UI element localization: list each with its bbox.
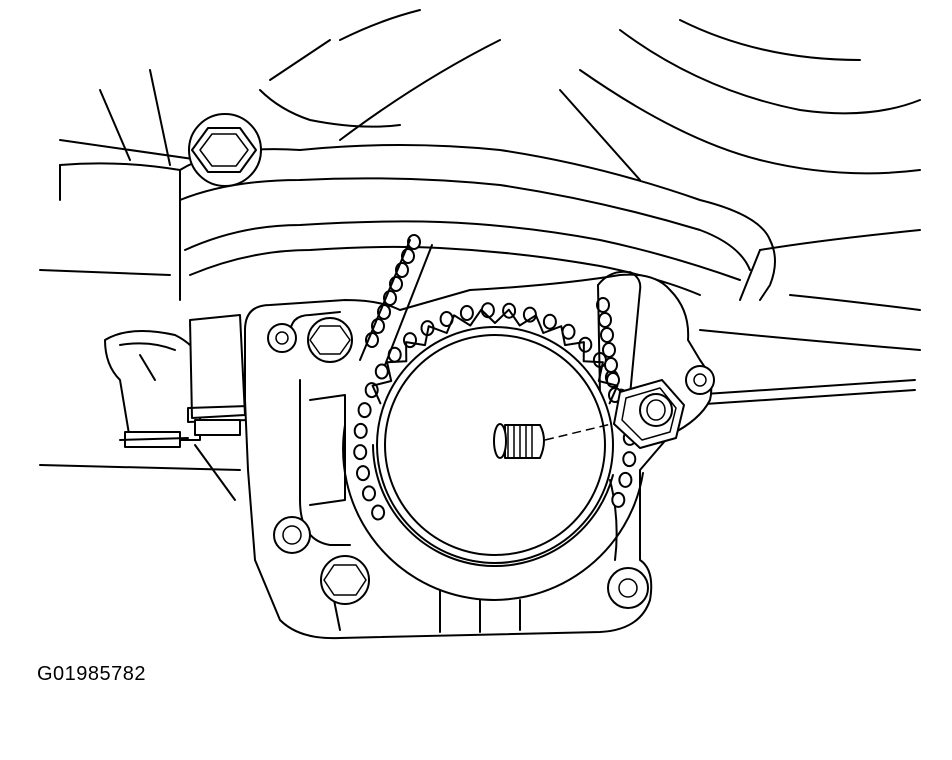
chain-link	[371, 504, 386, 521]
chain-link	[353, 444, 368, 461]
chain-link	[622, 451, 637, 468]
chain-link	[602, 342, 616, 358]
chain-link	[578, 336, 593, 353]
chain-link	[604, 357, 618, 373]
chain-link	[618, 471, 633, 488]
sprocket-nut	[613, 379, 685, 449]
chain-link	[364, 382, 379, 399]
chain-link	[356, 465, 370, 482]
chain-link	[362, 485, 376, 502]
chain-link	[407, 234, 421, 250]
engine-block-outline	[39, 9, 921, 471]
chain-link	[598, 312, 612, 328]
chain-edge	[372, 444, 614, 568]
chain-edge	[359, 239, 411, 361]
chain-edge	[384, 244, 433, 366]
chain-link	[459, 305, 474, 321]
chain-link	[596, 297, 610, 313]
chain-link	[600, 327, 614, 343]
chain-link	[353, 422, 368, 439]
chain-edge	[597, 270, 629, 396]
pump-shaft	[493, 423, 545, 459]
chain-link	[542, 313, 557, 330]
chain-link	[357, 402, 372, 419]
figure-id-label: G01985782	[37, 663, 147, 685]
chain-link	[374, 363, 389, 380]
chain-edge	[629, 271, 642, 396]
chain-link	[611, 491, 626, 508]
upper-bolt	[188, 113, 262, 187]
timing-cover-rib	[179, 144, 776, 301]
left-bracket	[104, 314, 249, 501]
chain-edge	[342, 424, 644, 601]
